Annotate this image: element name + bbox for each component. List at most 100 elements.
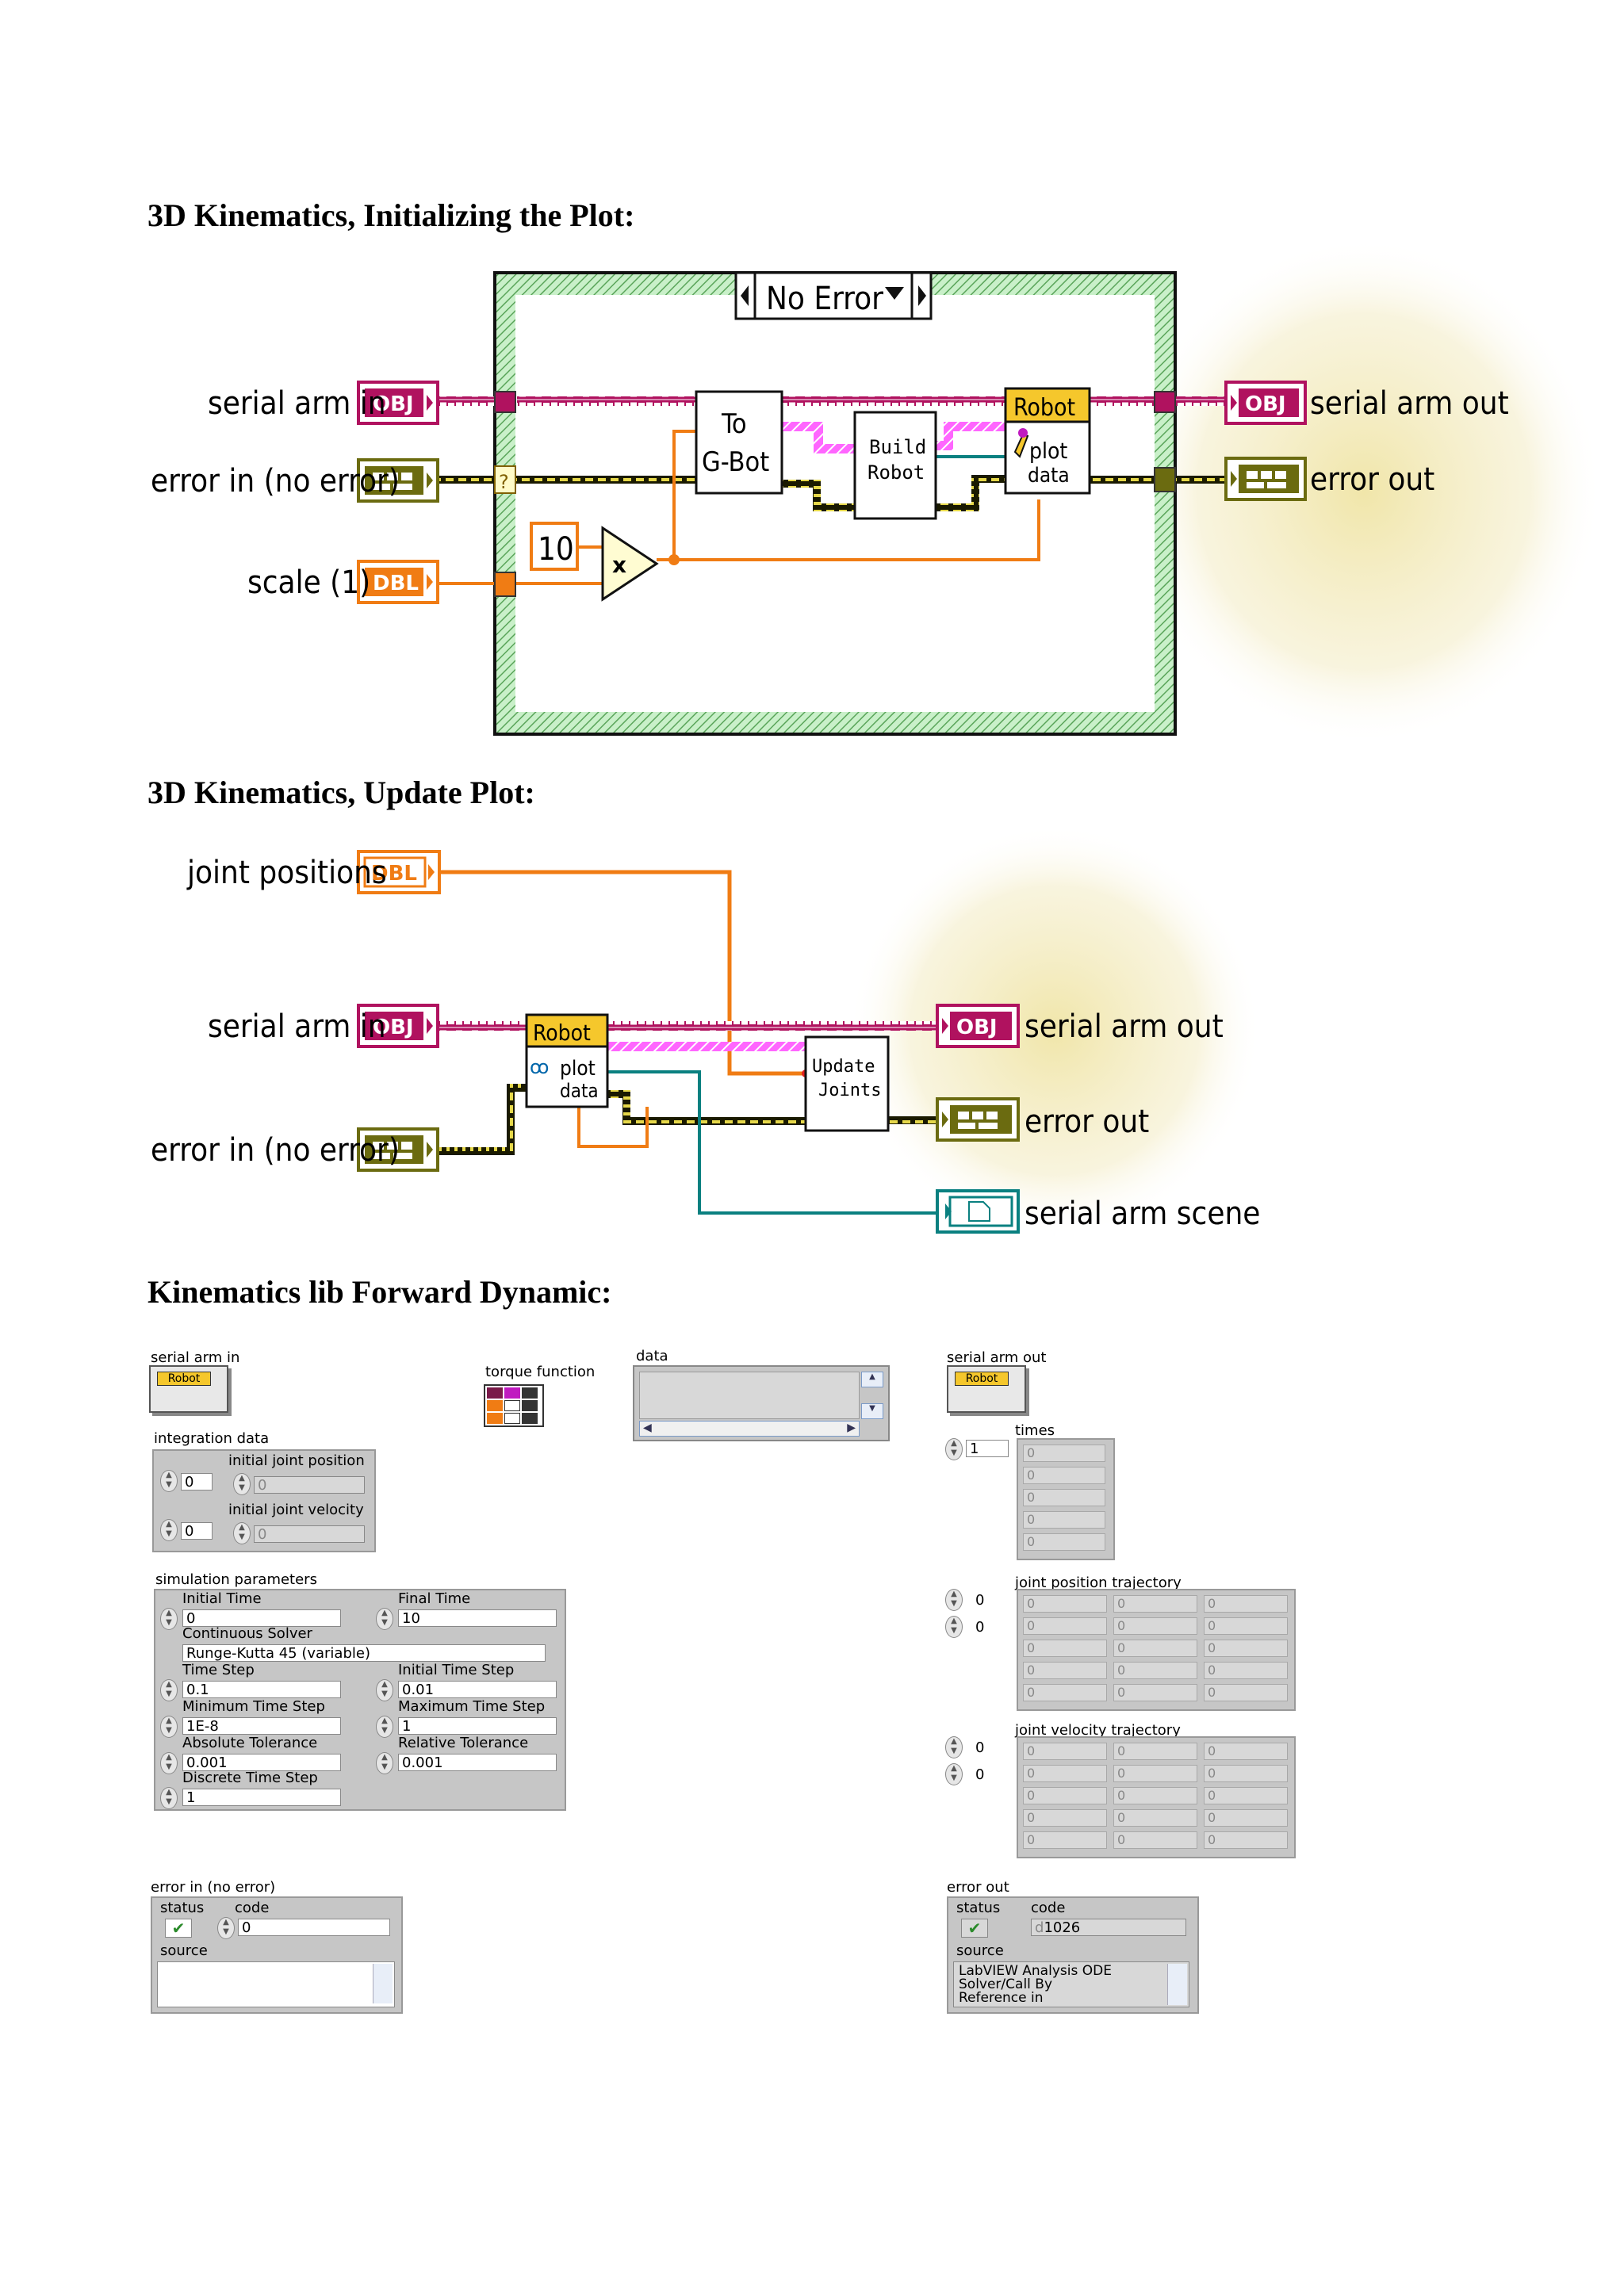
scroll-left-icon[interactable]: ◀	[643, 1422, 652, 1434]
jvt-cell[interactable]: 0	[1204, 1765, 1288, 1782]
data-hscrollbar[interactable]: ◀ ▶	[639, 1421, 860, 1437]
jpt-cell[interactable]: 0	[1113, 1684, 1197, 1701]
multiply-node[interactable]	[601, 526, 659, 602]
d2-error-in-terminal[interactable]	[357, 1127, 439, 1172]
to-gbot-subvi[interactable]	[695, 390, 783, 495]
data-scroll-up[interactable]: ▲	[861, 1372, 883, 1387]
jvt-cell[interactable]: 0	[1113, 1743, 1197, 1760]
serial-arm-in-terminal[interactable]: OBJ	[357, 381, 439, 425]
abs-tol-field[interactable]: 0.001	[182, 1754, 341, 1771]
serial-arm-scene-terminal[interactable]	[936, 1189, 1020, 1234]
fp-error-in-status-check[interactable]: ✔	[165, 1919, 192, 1938]
times-cell-1[interactable]: 0	[1023, 1467, 1105, 1484]
ijv-value-spinner[interactable]: ▲▼	[233, 1522, 251, 1544]
jpt-row-index[interactable]: 0	[975, 1592, 985, 1609]
d2-error-out-terminal[interactable]	[936, 1097, 1020, 1142]
jvt-cell[interactable]: 0	[1113, 1831, 1197, 1849]
times-cell-3[interactable]: 0	[1023, 1511, 1105, 1529]
d2-serial-arm-out-terminal[interactable]: OBJ	[936, 1004, 1020, 1048]
jpt-cell[interactable]: 0	[1204, 1595, 1288, 1613]
update-joints-subvi[interactable]	[804, 1035, 890, 1132]
jvt-cell[interactable]: 0	[1204, 1809, 1288, 1827]
jpt-cell[interactable]: 0	[1023, 1595, 1107, 1613]
jvt-cell[interactable]: 0	[1023, 1787, 1107, 1804]
jvt-cell[interactable]: 0	[1204, 1831, 1288, 1849]
continuous-solver-select[interactable]: Runge-Kutta 45 (variable)	[182, 1644, 546, 1662]
time-step-spinner[interactable]: ▲▼	[160, 1679, 178, 1701]
d2-robot-plot-data-method[interactable]: Robot ꝏ plot data	[525, 1013, 609, 1108]
jpt-cell[interactable]: 0	[1023, 1684, 1107, 1701]
build-robot-subvi[interactable]	[853, 411, 937, 520]
jpt-cell[interactable]: 0	[1204, 1662, 1288, 1679]
jvt-cell[interactable]: 0	[1023, 1743, 1107, 1760]
jpt-row-spinner[interactable]: ▲▼	[945, 1589, 963, 1611]
jpt-cell[interactable]: 0	[1204, 1684, 1288, 1701]
jvt-cell[interactable]: 0	[1023, 1765, 1107, 1782]
case-selector[interactable]: No Error	[734, 271, 933, 320]
jpt-cell[interactable]: 0	[1113, 1640, 1197, 1657]
discrete-time-step-spinner[interactable]: ▲▼	[160, 1787, 178, 1809]
rel-tol-field[interactable]: 0.001	[398, 1754, 557, 1771]
d2-serial-arm-in-terminal[interactable]: OBJ	[357, 1004, 439, 1048]
jpt-cell[interactable]: 0	[1023, 1640, 1107, 1657]
final-time-spinner[interactable]: ▲▼	[376, 1608, 393, 1630]
times-cell-4[interactable]: 0	[1023, 1533, 1105, 1551]
final-time-field[interactable]: 10	[398, 1609, 557, 1627]
initial-time-step-spinner[interactable]: ▲▼	[376, 1679, 393, 1701]
jpt-cell[interactable]: 0	[1113, 1617, 1197, 1635]
jvt-cell[interactable]: 0	[1113, 1809, 1197, 1827]
ijp-value-spinner[interactable]: ▲▼	[233, 1473, 251, 1495]
constant-10[interactable]	[530, 522, 579, 571]
times-cell-0[interactable]: 0	[1023, 1445, 1105, 1462]
torque-function-control[interactable]	[484, 1384, 544, 1427]
jpt-cell[interactable]: 0	[1023, 1662, 1107, 1679]
max-time-step-field[interactable]: 1	[398, 1717, 557, 1735]
ijv-index-spinner[interactable]: ▲▼	[160, 1519, 178, 1541]
fp-error-in-code-spinner[interactable]: ▲▼	[217, 1917, 235, 1939]
data-listbox[interactable]: ▲ ▼ ◀ ▶	[633, 1365, 890, 1441]
jvt-col-index[interactable]: 0	[975, 1766, 985, 1783]
error-in-terminal[interactable]	[357, 458, 439, 503]
max-time-step-spinner[interactable]: ▲▼	[376, 1716, 393, 1738]
jvt-cell[interactable]: 0	[1113, 1765, 1197, 1782]
jvt-row-index[interactable]: 0	[975, 1739, 985, 1756]
ijp-value[interactable]: 0	[254, 1476, 365, 1494]
initial-time-spinner[interactable]: ▲▼	[160, 1608, 178, 1630]
jvt-col-spinner[interactable]: ▲▼	[945, 1763, 963, 1785]
ijv-index[interactable]: 0	[181, 1522, 213, 1540]
min-time-step-field[interactable]: 1E-8	[182, 1717, 341, 1735]
jvt-cell[interactable]: 0	[1023, 1809, 1107, 1827]
fp-serial-arm-in-control[interactable]: Robot	[149, 1365, 228, 1413]
error-out-terminal[interactable]	[1224, 457, 1307, 501]
ijv-value[interactable]: 0	[254, 1525, 365, 1543]
scroll-right-icon[interactable]: ▶	[847, 1422, 856, 1434]
times-cell-2[interactable]: 0	[1023, 1489, 1105, 1506]
jpt-cell[interactable]: 0	[1204, 1617, 1288, 1635]
rel-tol-spinner[interactable]: ▲▼	[376, 1752, 393, 1774]
ijp-index[interactable]: 0	[181, 1473, 213, 1490]
scale-terminal[interactable]: DBL	[357, 560, 439, 604]
joint-positions-terminal[interactable]: DBL	[357, 850, 441, 894]
initial-time-field[interactable]: 0	[182, 1609, 341, 1627]
time-step-field[interactable]: 0.1	[182, 1681, 341, 1698]
fp-error-in-code-field[interactable]: 0	[238, 1919, 390, 1936]
ijp-index-spinner[interactable]: ▲▼	[160, 1470, 178, 1492]
jpt-col-spinner[interactable]: ▲▼	[945, 1616, 963, 1638]
times-index-spinner[interactable]: ▲▼	[945, 1438, 963, 1460]
jpt-cell[interactable]: 0	[1023, 1617, 1107, 1635]
jvt-cell[interactable]: 0	[1204, 1787, 1288, 1804]
jpt-col-index[interactable]: 0	[975, 1619, 985, 1636]
jvt-row-spinner[interactable]: ▲▼	[945, 1736, 963, 1758]
fp-error-in-source-scrollbar[interactable]	[373, 1964, 393, 2003]
jvt-cell[interactable]: 0	[1204, 1743, 1288, 1760]
jpt-cell[interactable]: 0	[1204, 1640, 1288, 1657]
serial-arm-out-terminal[interactable]: OBJ	[1224, 381, 1307, 425]
jpt-cell[interactable]: 0	[1113, 1595, 1197, 1613]
times-index[interactable]: 1	[966, 1440, 1009, 1457]
fp-error-out-source-scrollbar[interactable]	[1167, 1964, 1187, 2005]
jpt-cell[interactable]: 0	[1113, 1662, 1197, 1679]
data-scroll-down[interactable]: ▼	[861, 1403, 883, 1419]
jvt-cell[interactable]: 0	[1023, 1831, 1107, 1849]
discrete-time-step-field[interactable]: 1	[182, 1789, 341, 1806]
initial-time-step-field[interactable]: 0.01	[398, 1681, 557, 1698]
